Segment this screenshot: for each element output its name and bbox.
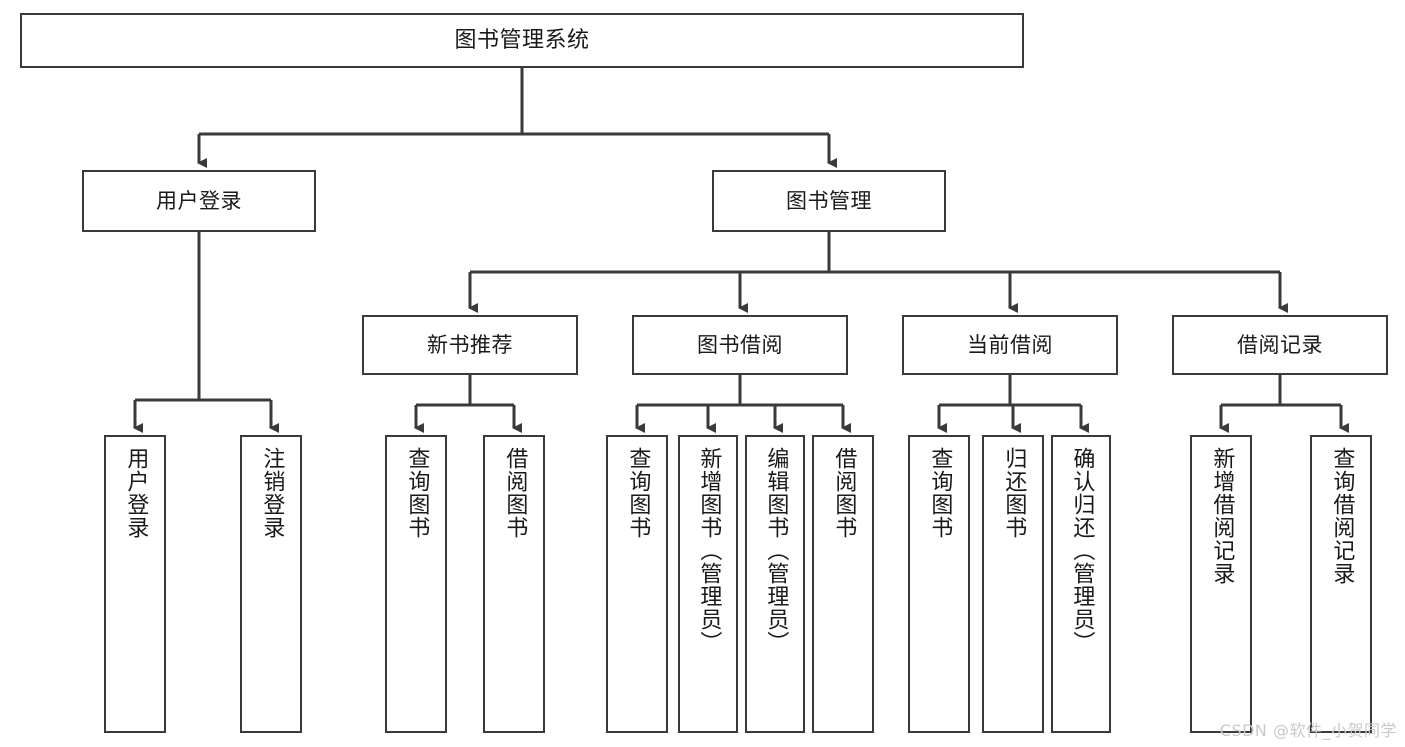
- leaf-query-book-2[interactable]: 查询图书: [606, 435, 668, 733]
- leaf-logout-label: 注销登录: [259, 447, 285, 539]
- leaf-confirm-return[interactable]: 确认归还（管理员）: [1051, 435, 1111, 733]
- leaf-edit-book[interactable]: 编辑图书（管理员）: [745, 435, 805, 733]
- leaf-query-book-2-label: 查询图书: [625, 447, 651, 539]
- node-borrow-record[interactable]: 借阅记录: [1172, 315, 1388, 375]
- node-current-borrow-label: 当前借阅: [967, 332, 1053, 357]
- node-current-borrow[interactable]: 当前借阅: [902, 315, 1118, 375]
- node-root-label: 图书管理系统: [454, 27, 590, 53]
- leaf-query-record[interactable]: 查询借阅记录: [1310, 435, 1372, 733]
- leaf-query-book-1[interactable]: 查询图书: [385, 435, 447, 733]
- leaf-return-book-label: 归还图书: [1001, 447, 1027, 539]
- node-new-book-rec[interactable]: 新书推荐: [362, 315, 578, 375]
- leaf-borrow-book-2-label: 借阅图书: [831, 447, 857, 539]
- leaf-logout[interactable]: 注销登录: [240, 435, 302, 733]
- node-borrow-record-label: 借阅记录: [1237, 332, 1323, 357]
- leaf-add-book[interactable]: 新增图书（管理员）: [678, 435, 738, 733]
- node-book-borrow-label: 图书借阅: [697, 332, 783, 357]
- leaf-user-login-label: 用户登录: [123, 447, 149, 539]
- node-book-borrow[interactable]: 图书借阅: [632, 315, 848, 375]
- leaf-borrow-book-2[interactable]: 借阅图书: [812, 435, 874, 733]
- leaf-confirm-return-label: 确认归还（管理员）: [1069, 447, 1095, 654]
- leaf-edit-book-label: 编辑图书（管理员）: [763, 447, 789, 654]
- watermark: CSDN @软件_小贺同学: [1219, 721, 1397, 740]
- node-user-login-label: 用户登录: [156, 188, 242, 213]
- leaf-user-login[interactable]: 用户登录: [104, 435, 166, 733]
- leaf-query-book-1-label: 查询图书: [404, 447, 430, 539]
- leaf-query-record-label: 查询借阅记录: [1329, 447, 1355, 585]
- leaf-add-book-label: 新增图书（管理员）: [696, 447, 722, 654]
- node-root[interactable]: 图书管理系统: [20, 13, 1024, 68]
- leaf-borrow-book-1[interactable]: 借阅图书: [483, 435, 545, 733]
- node-new-book-rec-label: 新书推荐: [427, 332, 513, 357]
- leaf-borrow-book-1-label: 借阅图书: [502, 447, 528, 539]
- node-book-manage[interactable]: 图书管理: [712, 170, 946, 232]
- leaf-query-book-3-label: 查询图书: [927, 447, 953, 539]
- leaf-return-book[interactable]: 归还图书: [982, 435, 1044, 733]
- node-book-manage-label: 图书管理: [786, 188, 872, 213]
- leaf-add-record-label: 新增借阅记录: [1209, 447, 1235, 585]
- leaf-query-book-3[interactable]: 查询图书: [908, 435, 970, 733]
- leaf-add-record[interactable]: 新增借阅记录: [1190, 435, 1252, 733]
- node-user-login[interactable]: 用户登录: [82, 170, 316, 232]
